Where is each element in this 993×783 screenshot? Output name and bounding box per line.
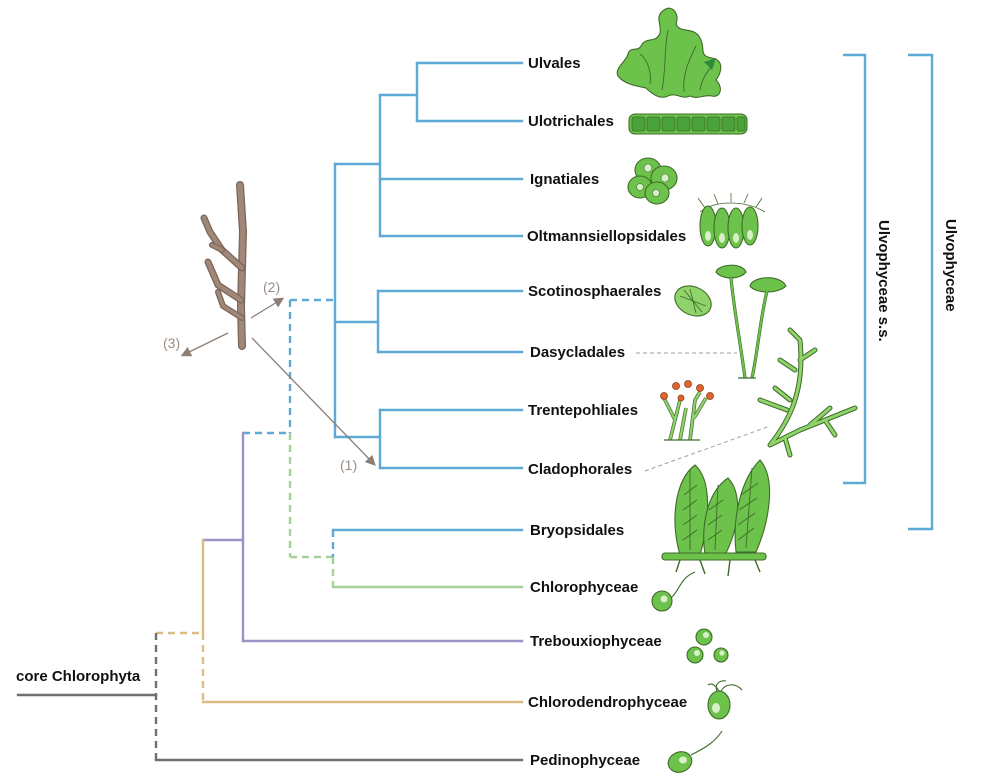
label-ulvophyceae-ss: Ulvophyceae s.s. [875, 220, 892, 342]
bryopsis-icon [661, 459, 771, 577]
label-ignatiales: Ignatiales [530, 171, 599, 188]
label-hypothesis-1: (1) [340, 457, 357, 473]
label-trentepohliales: Trentepohliales [528, 402, 638, 419]
leader-cladophorales [644, 425, 771, 472]
trebouxia-cells-icon [686, 628, 729, 664]
label-hypothesis-2: (2) [263, 279, 280, 295]
label-trebouxiophyceae: Trebouxiophyceae [530, 633, 662, 650]
bracket-ulvophyceae-ss [843, 53, 867, 485]
label-cladophorales: Cladophorales [528, 461, 632, 478]
arrow-hypothesis-3 [180, 332, 229, 357]
group-brackets: Ulvophyceae s.s. Ulvophyceae [843, 53, 959, 531]
taxon-labels: Ulvales Ulotrichales Ignatiales Oltmanns… [16, 55, 687, 769]
pedinomonas-cell-icon [667, 730, 723, 773]
cladophora-icon [757, 327, 858, 458]
arrow-hypothesis-1 [251, 337, 376, 466]
ulva-thallus-icon [616, 7, 722, 98]
label-oltmannsiellopsidales: Oltmannsiellopsidales [527, 228, 686, 245]
scotinosphaera-cell-icon [674, 285, 712, 317]
label-chlorodendrophyceae: Chlorodendrophyceae [528, 694, 687, 711]
filament-icon [628, 113, 748, 135]
label-pedinophyceae: Pedinophyceae [530, 752, 640, 769]
label-bryopsidales: Bryopsidales [530, 522, 624, 539]
label-ulvales: Ulvales [528, 55, 581, 72]
trentepohlia-icon [660, 380, 714, 441]
flagellate-icon [651, 571, 696, 612]
tree-branches [16, 61, 524, 762]
label-dasycladales: Dasycladales [530, 344, 625, 361]
label-chlorophyceae: Chlorophyceae [530, 579, 638, 596]
dasycladus-icon [715, 264, 787, 379]
hypothesis-arrows: (1) (2) (3) [163, 279, 376, 473]
label-ulotrichales: Ulotrichales [528, 113, 614, 130]
chlorodendro-cell-icon [707, 680, 743, 720]
label-scotinosphaerales: Scotinosphaerales [528, 283, 661, 300]
coccoid-cells-icon [627, 157, 678, 205]
chloroplast-fan-icon [697, 193, 766, 249]
arrow-hypothesis-2 [250, 297, 285, 319]
label-hypothesis-3: (3) [163, 335, 180, 351]
label-core-chlorophyta: core Chlorophyta [16, 668, 141, 685]
branching-alga-icon [200, 181, 247, 350]
bracket-ulvophyceae [908, 53, 934, 531]
label-ulvophyceae: Ulvophyceae [942, 219, 959, 312]
